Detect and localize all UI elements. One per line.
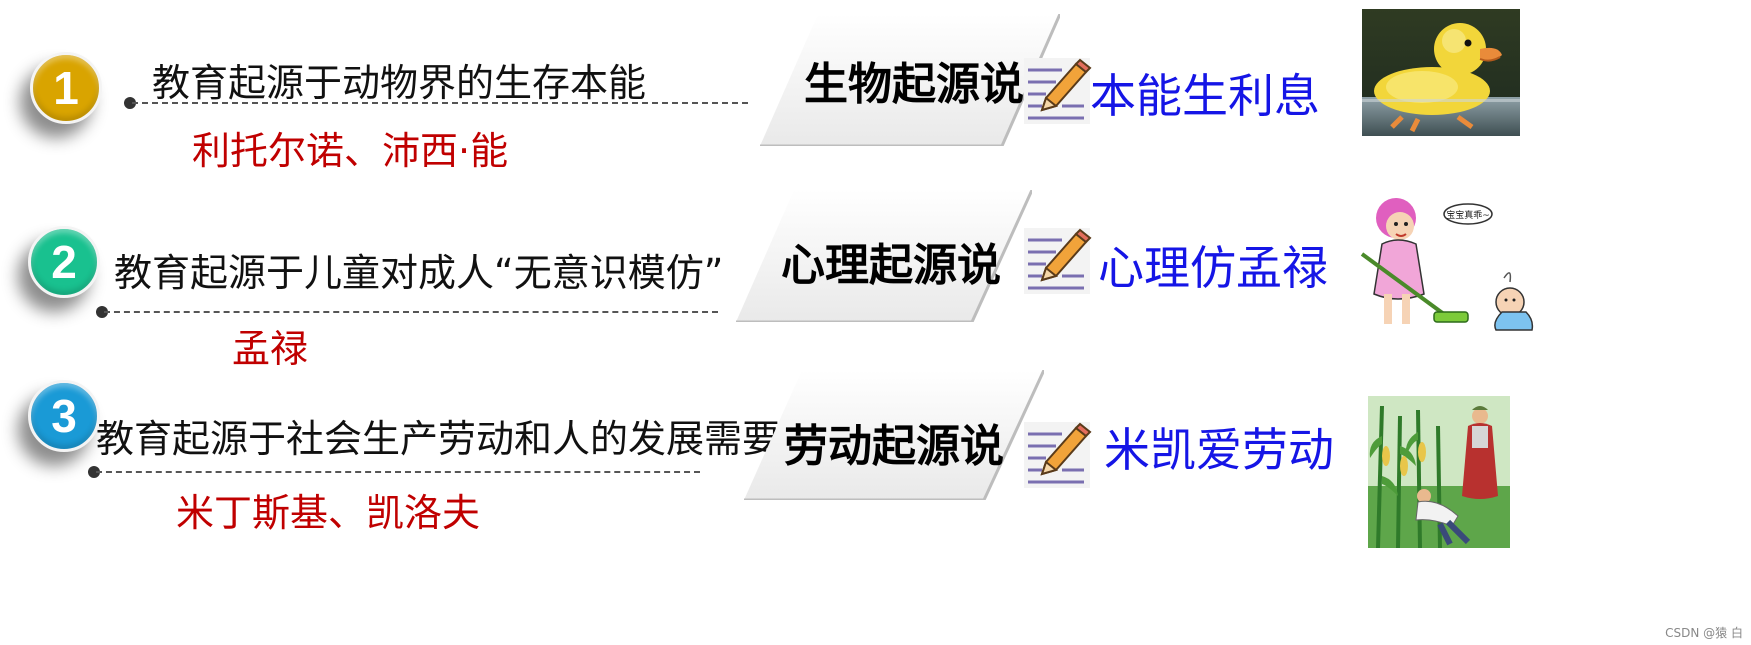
theory-card-3: 劳动起源说	[744, 370, 1044, 500]
description-2: 教育起源于儿童对成人“无意识模仿”	[114, 251, 724, 295]
dashed-line-3	[96, 471, 700, 473]
cartoon-mother-baby-picture: 宝宝真乖~	[1356, 192, 1546, 340]
row-1: 1 教育起源于动物界的生存本能 利托尔诺、沛西·能 生物起源说 本能生利息	[0, 0, 1751, 200]
mnemonic-1: 本能生利息	[1090, 69, 1320, 123]
description-1: 教育起源于动物界的生存本能	[152, 61, 647, 105]
line-dot-1	[124, 97, 136, 109]
number-badge-1: 1	[30, 52, 102, 124]
theory-card-shape	[736, 190, 1032, 322]
description-3: 教育起源于社会生产劳动和人的发展需要	[96, 417, 781, 461]
watermark: CSDN @猿 白	[1665, 626, 1743, 640]
pencil-note-icon	[1024, 58, 1092, 124]
pencil-note-icon	[1024, 228, 1092, 294]
theory-title-3: 劳动起源说	[784, 421, 1004, 472]
theory-card-shape	[744, 370, 1044, 500]
pencil-note-icon	[1024, 422, 1092, 488]
dashed-line-2	[104, 311, 718, 313]
row-3: 3 教育起源于社会生产劳动和人的发展需要 米丁斯基、凯洛夫 劳动起源说 米凯爱劳…	[0, 370, 1751, 570]
farmers-cornfield-picture	[1368, 396, 1510, 548]
mnemonic-2: 心理仿孟禄	[1098, 241, 1328, 295]
row-2: 2 教育起源于儿童对成人“无意识模仿” 孟禄 心理起源说 心理仿孟禄	[0, 190, 1751, 390]
line-dot-3	[88, 466, 100, 478]
dashed-line-1	[132, 102, 748, 104]
line-dot-2	[96, 306, 108, 318]
number-badge-3: 3	[28, 380, 100, 452]
representatives-3: 米丁斯基、凯洛夫	[176, 491, 481, 535]
duckling-picture	[1362, 9, 1520, 136]
representatives-1: 利托尔诺、沛西·能	[192, 129, 509, 173]
theory-card-2: 心理起源说	[736, 190, 1032, 322]
theory-card-1: 生物起源说	[760, 14, 1060, 146]
number-badge-2: 2	[28, 226, 100, 298]
representatives-2: 孟禄	[232, 327, 309, 371]
mnemonic-3: 米凯爱劳动	[1104, 423, 1334, 477]
theory-title-2: 心理起源说	[781, 240, 1001, 291]
theory-title-1: 生物起源说	[804, 59, 1024, 110]
speech-bubble-text: 宝宝真乖~	[1446, 209, 1490, 221]
